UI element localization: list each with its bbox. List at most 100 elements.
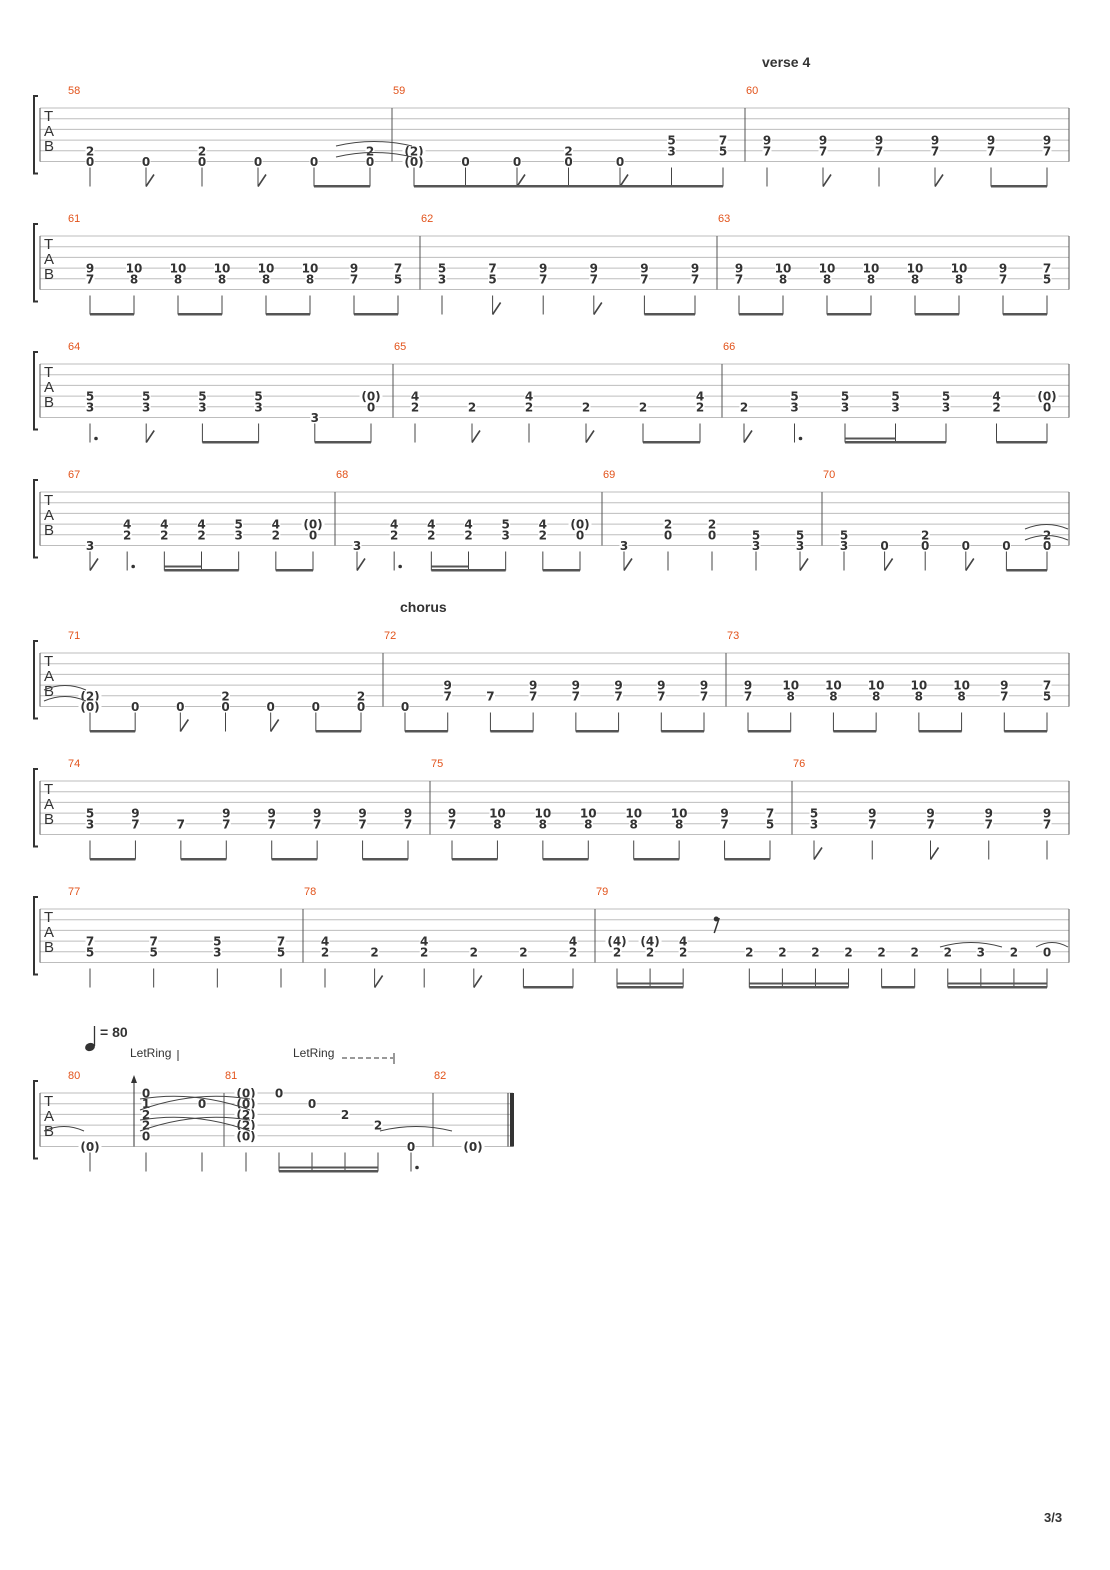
fret-bg — [221, 689, 230, 701]
beam — [271, 858, 318, 861]
fret-bg — [998, 262, 1008, 274]
fret-bg — [501, 518, 511, 530]
fret-bg — [309, 155, 319, 167]
fret-bg — [839, 528, 849, 540]
fret-number: (0) — [1037, 390, 1056, 404]
fret-number: 0 — [367, 400, 375, 414]
fret-bg — [464, 528, 473, 540]
fret-bg — [488, 262, 498, 274]
fret-bg — [130, 807, 140, 819]
fret-number: 3 — [311, 411, 319, 425]
beam — [362, 858, 408, 861]
fret-number: 10 — [951, 262, 968, 276]
beam — [314, 441, 371, 444]
fret-bg — [366, 400, 376, 412]
fret-number: 0 — [221, 700, 229, 714]
tab-clef-letter: B — [44, 1123, 54, 1140]
measure-number: 78 — [304, 886, 316, 898]
fret-number: (2) — [80, 689, 99, 703]
tie-arc — [335, 141, 413, 147]
fret-number: 4 — [272, 518, 280, 532]
fret-bg — [656, 679, 666, 691]
fret-bg — [149, 945, 159, 957]
fret-number: (0) — [236, 1097, 255, 1111]
fret-number: 4 — [411, 390, 419, 404]
fret-number: 0 — [312, 700, 320, 714]
fret-number: 4 — [390, 518, 398, 532]
fret-number: 4 — [464, 518, 472, 532]
fret-number: 1 — [142, 1097, 150, 1111]
fret-number: 7 — [177, 817, 185, 831]
fret-number: 0 — [401, 700, 409, 714]
fret-bg — [234, 1108, 258, 1120]
fret-bg — [234, 1087, 258, 1098]
fret-bg — [822, 272, 832, 284]
fret-bg — [85, 272, 95, 284]
fret-number: 3 — [977, 945, 985, 959]
fret-number: 8 — [867, 272, 875, 286]
fret-number: 0 — [1043, 539, 1051, 553]
fret-bg — [775, 262, 791, 274]
fret-bg — [141, 400, 151, 412]
fret-number: 10 — [214, 262, 231, 276]
fret-number: 5 — [394, 272, 402, 286]
fret-bg — [809, 807, 819, 819]
fret-bg — [790, 390, 799, 402]
beam — [414, 185, 723, 188]
fret-number: 4 — [321, 935, 329, 949]
tab-clef-letter: T — [44, 108, 53, 125]
fret-bg — [212, 945, 222, 957]
fret-bg — [403, 817, 413, 829]
fret-number: 7 — [394, 262, 402, 276]
fret-bg — [197, 518, 206, 530]
tie-arc — [1035, 942, 1069, 948]
fret-number: (0) — [570, 518, 589, 532]
fret-number: 5 — [841, 390, 849, 404]
system-bracket — [33, 223, 38, 303]
measure-number: 82 — [434, 1070, 446, 1082]
fret-number: 2 — [745, 945, 753, 959]
fret-number: 3 — [213, 945, 221, 959]
fret-bg — [984, 807, 994, 819]
fret-bg — [403, 807, 413, 819]
fret-bg — [130, 700, 140, 712]
fret-number: 7 — [926, 817, 934, 831]
fret-bg — [159, 518, 169, 530]
fret-number: 9 — [222, 807, 230, 821]
tab-clef-letter: T — [44, 1093, 53, 1110]
fret-bg — [234, 1119, 258, 1131]
fret-bg — [671, 807, 688, 819]
fret-number: 2 — [142, 1108, 150, 1122]
fret-bg — [301, 518, 325, 530]
beam — [575, 730, 619, 733]
fret-number: (2) — [236, 1119, 255, 1133]
tab-clef-letter: T — [44, 364, 53, 381]
tab-clef-letter: A — [44, 251, 54, 268]
tab-clef-letter: B — [44, 266, 54, 283]
fret-number: 7 — [313, 817, 321, 831]
fret-bg — [85, 935, 95, 947]
fret-number: 2 — [160, 528, 168, 542]
note-flag — [822, 174, 832, 187]
fret-number: 5 — [213, 935, 221, 949]
beam — [724, 858, 770, 861]
beam — [845, 441, 946, 444]
fret-bg — [999, 679, 1009, 691]
measure-number: 60 — [746, 85, 758, 97]
note-flag — [593, 302, 603, 315]
fret-number: 5 — [149, 945, 157, 959]
fret-number: 2 — [921, 528, 929, 542]
fret-number: 7 — [572, 689, 580, 703]
fret-number: 10 — [126, 262, 143, 276]
beam — [266, 313, 310, 316]
fret-number: 3 — [86, 817, 94, 831]
fret-bg — [485, 689, 495, 701]
fret-number: 3 — [198, 400, 206, 414]
fret-bg — [695, 390, 705, 402]
beam — [180, 858, 227, 861]
fret-number: 0 — [176, 700, 184, 714]
fret-bg — [782, 679, 799, 691]
beam — [314, 185, 370, 188]
